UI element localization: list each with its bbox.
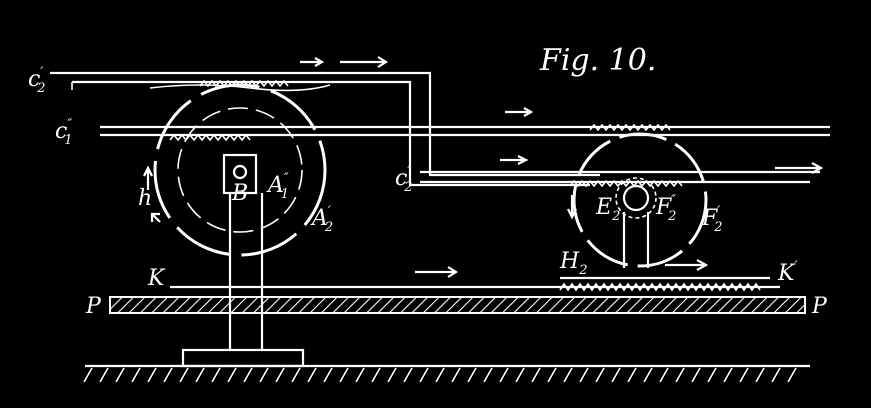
label-F2p: F′2 [701, 204, 723, 235]
label-A2: A′2 [310, 204, 333, 235]
label-H2: H2 [559, 249, 587, 278]
figure-title: Fig. 10. [539, 43, 656, 78]
rack-c1 [100, 107, 830, 142]
label-c1: c″1 [55, 117, 72, 148]
plate-P [109, 296, 806, 314]
gear-F [567, 132, 708, 268]
column-support [181, 193, 305, 368]
rack-c2-lower [420, 155, 824, 188]
gear-A [143, 83, 327, 257]
label-K: K [147, 266, 166, 291]
label-F2pp: F″2 [655, 193, 676, 224]
label-h: h [138, 186, 152, 211]
label-c2-lower: c′2 [395, 164, 413, 195]
label-K1: K′ [777, 259, 797, 286]
label-E2: E2 [595, 195, 620, 224]
rack-c2-upper [50, 56, 600, 187]
label-P-right: P [811, 294, 828, 319]
label-B: B [231, 181, 248, 206]
ground [83, 364, 810, 383]
label-A1: A″1 [266, 171, 289, 202]
label-c2-upper: c′2 [28, 65, 46, 96]
rack-K [170, 259, 780, 292]
label-P-left: P [85, 294, 102, 319]
